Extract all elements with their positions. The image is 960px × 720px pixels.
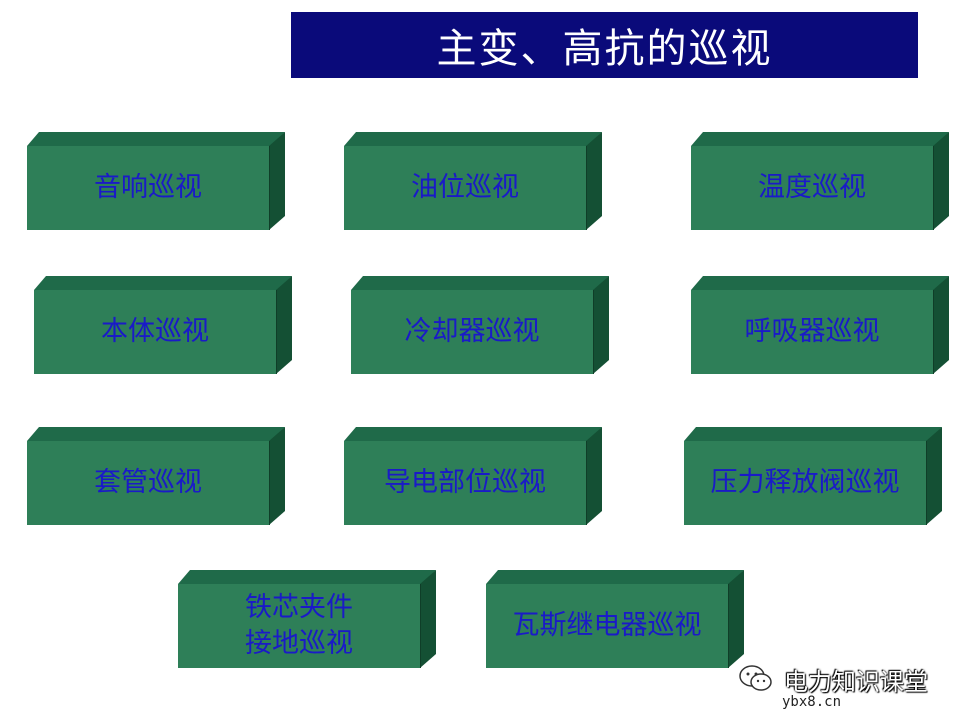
- box-breather-inspection: 呼吸器巡视: [691, 276, 949, 374]
- box-label: 瓦斯继电器巡视: [512, 610, 702, 641]
- box-temperature-inspection: 温度巡视: [691, 132, 949, 230]
- box-core-clamp-grounding-inspection: 铁芯夹件 接地巡视: [178, 570, 436, 668]
- watermark-text: 电力知识课堂: [784, 668, 928, 696]
- title-banner: 主变、高抗的巡视: [291, 12, 918, 78]
- box-conductive-parts-inspection: 导电部位巡视: [344, 427, 602, 525]
- box-label: 本体巡视: [101, 316, 209, 347]
- watermark-url: ybx8.cn: [782, 694, 842, 710]
- box-oil-level-inspection: 油位巡视: [344, 132, 602, 230]
- box-label: 导电部位巡视: [384, 467, 546, 498]
- box-gas-relay-inspection: 瓦斯继电器巡视: [486, 570, 744, 668]
- box-label: 铁芯夹件 接地巡视: [245, 592, 353, 659]
- wechat-icon: [739, 665, 772, 691]
- box-pressure-relief-valve-inspection: 压力释放阀巡视: [684, 427, 942, 525]
- box-label: 温度巡视: [758, 172, 866, 203]
- box-label: 油位巡视: [411, 172, 519, 203]
- page-title: 主变、高抗的巡视: [436, 26, 773, 72]
- box-body-inspection: 本体巡视: [34, 276, 292, 374]
- box-sound-inspection: 音响巡视: [27, 132, 285, 230]
- box-label: 音响巡视: [94, 172, 202, 203]
- box-cooler-inspection: 冷却器巡视: [351, 276, 609, 374]
- box-bushing-inspection: 套管巡视: [27, 427, 285, 525]
- watermark: 电力知识课堂 ybx8.cn: [738, 662, 938, 712]
- box-label: 呼吸器巡视: [744, 316, 880, 347]
- box-label: 冷却器巡视: [404, 316, 540, 347]
- box-label: 压力释放阀巡视: [710, 467, 900, 498]
- box-label: 套管巡视: [94, 467, 202, 498]
